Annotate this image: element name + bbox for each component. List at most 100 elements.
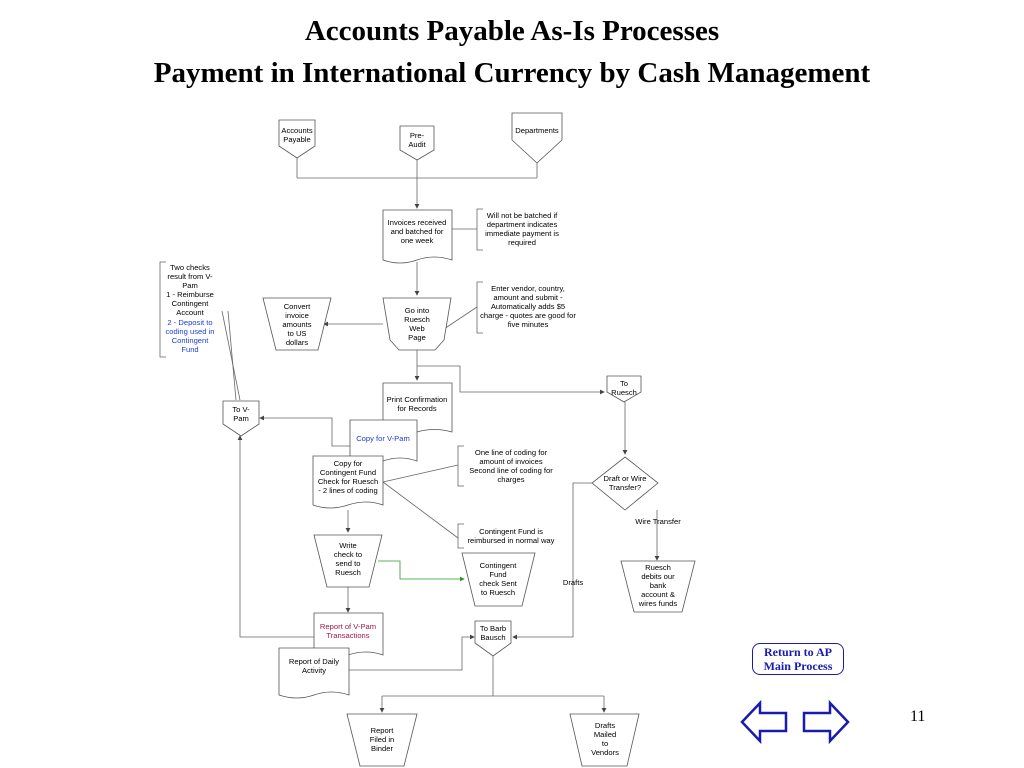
not-batched-note: Will not be batched if department indica…	[476, 208, 559, 251]
invoices-batched-line-1: Invoices received	[388, 218, 447, 227]
two-checks-note: Two checks result from V- Pam 1 - Reimbu…	[159, 261, 215, 358]
two-checks-blue-line-1: 2 - Deposit to	[167, 318, 212, 327]
write-check-line-3: send to	[336, 559, 361, 568]
to-vpam-line-2: Pam	[233, 414, 249, 423]
drafts-mailed-node: Drafts Mailed to Vendors	[569, 713, 640, 767]
enter-vendor-line-3: Automatically adds $5	[491, 302, 565, 311]
ruesch-debits-line-3: bank	[650, 581, 667, 590]
departments-node: Departments	[511, 112, 563, 164]
two-checks-line-1: Two checks	[170, 263, 210, 272]
coding-note-line-3: Second line of coding for	[469, 466, 553, 475]
check-sent-line-1: Contingent	[480, 561, 518, 570]
enter-vendor-line-5: five minutes	[508, 320, 549, 329]
two-checks-line-5: Contingent	[172, 299, 210, 308]
reimbursed-line-1: Contingent Fund is	[479, 527, 543, 536]
ruesch-web-page-line-3: Web	[409, 324, 424, 333]
connectors	[221, 158, 660, 713]
report-filed-line-2: Filed in	[370, 735, 394, 744]
ruesch-web-page-line-4: Page	[408, 333, 426, 342]
invoices-batched-node: Invoices received and batched for one we…	[382, 209, 453, 264]
previous-slide-arrow-icon[interactable]	[740, 700, 790, 744]
vpam-report-line-2: Transactions	[326, 631, 369, 640]
two-checks-line-4: 1 - Reimburse	[166, 290, 214, 299]
convert-invoice-line-3: amounts	[282, 320, 311, 329]
return-line-2: Main Process	[763, 659, 833, 673]
pre-audit-line-1: Pre-	[410, 131, 425, 140]
drafts-mailed-line-1: Drafts	[595, 721, 615, 730]
ruesch-debits-line-2: debits our	[641, 572, 675, 581]
coding-note-line-2: amount of invoices	[479, 457, 543, 466]
enter-vendor-note: Enter vendor, country, amount and submit…	[476, 281, 576, 334]
reimbursed-note: Contingent Fund is reimbursed in normal …	[457, 523, 555, 549]
to-ruesch-line-2: Ruesch	[611, 388, 637, 397]
enter-vendor-line-1: Enter vendor, country,	[491, 284, 565, 293]
invoices-batched-line-3: one week	[401, 236, 434, 245]
not-batched-line-2: department indicates	[487, 220, 558, 229]
ruesch-web-page-node: Go into Ruesch Web Page	[382, 297, 452, 351]
to-barb-node: To Barb Bausch	[474, 620, 512, 657]
copy-check-line-3: Check for Ruesch	[318, 477, 378, 486]
to-vpam-node: To V- Pam	[222, 400, 260, 437]
two-checks-line-3: Pam	[182, 281, 198, 290]
daily-report-node: Report of Daily Activity	[278, 647, 350, 699]
drafts-mailed-line-2: Mailed	[594, 730, 616, 739]
check-sent-line-4: to Ruesch	[481, 588, 515, 597]
two-checks-blue-line-2: coding used in	[166, 327, 215, 336]
convert-invoice-node: Convert invoice amounts to US dollars	[262, 297, 332, 351]
slide-number: 11	[910, 708, 926, 725]
ruesch-debits-line-4: account &	[641, 590, 675, 599]
two-checks-line-6: Account	[176, 308, 204, 317]
slide-subtitle: Payment in International Currency by Cas…	[153, 57, 871, 89]
coding-note: One line of coding for amount of invoice…	[457, 445, 553, 487]
not-batched-line-1: Will not be batched if	[487, 211, 558, 220]
ruesch-debits-line-1: Ruesch	[645, 563, 671, 572]
check-sent-line-2: Fund	[489, 570, 506, 579]
ruesch-debits-line-5: wires funds	[638, 599, 678, 608]
copy-check-node: Copy for Contingent Fund Check for Ruesc…	[312, 455, 384, 509]
pre-audit-node: Pre- Audit	[399, 125, 435, 161]
print-confirmation-line-2: for Records	[397, 404, 436, 413]
write-check-node: Write check to send to Ruesch	[313, 534, 383, 588]
report-filed-line-1: Report	[371, 726, 395, 735]
check-sent-line-3: check Sent	[479, 579, 517, 588]
check-sent-node: Contingent Fund check Sent to Ruesch	[461, 552, 536, 607]
convert-invoice-line-4: to US	[288, 329, 307, 338]
copy-check-line-4: - 2 lines of coding	[318, 486, 378, 495]
write-check-line-4: Ruesch	[335, 568, 361, 577]
daily-report-line-2: Activity	[302, 666, 326, 675]
vpam-report-line-1: Report of V-Pam	[320, 622, 376, 631]
to-ruesch-line-1: To	[620, 379, 628, 388]
report-filed-line-3: Binder	[371, 744, 393, 753]
print-confirmation-line-1: Print Confirmation	[387, 395, 448, 404]
enter-vendor-line-4: charge - quotes are good for	[480, 311, 576, 320]
to-vpam-line-1: To V-	[232, 405, 250, 414]
write-check-line-2: check to	[334, 550, 362, 559]
wire-transfer-label: Wire Transfer	[635, 517, 681, 526]
copy-for-vpam-line-1: Copy for V-Pam	[356, 434, 410, 443]
accounts-payable-line-2: Payable	[283, 135, 310, 144]
slide-title: Accounts Payable As-Is Processes	[304, 15, 720, 47]
pre-audit-line-2: Audit	[408, 140, 426, 149]
report-filed-node: Report Filed in Binder	[346, 713, 418, 767]
accounts-payable-node: Accounts Payable	[278, 119, 316, 159]
ruesch-web-page-line-1: Go into	[405, 306, 429, 315]
return-line-1: Return to AP	[764, 645, 832, 659]
departments-line-1: Departments	[515, 126, 559, 135]
not-batched-line-3: immediate payment is	[485, 229, 559, 238]
drafts-mailed-line-3: to	[602, 739, 608, 748]
not-batched-line-4: required	[508, 238, 536, 247]
return-to-ap-main-process-button[interactable]: Return to AP Main Process	[752, 643, 844, 675]
copy-check-line-1: Copy for	[334, 459, 363, 468]
two-checks-blue-line-3: Contingent	[172, 336, 210, 345]
draft-or-wire-line-1: Draft or Wire	[603, 474, 646, 483]
two-checks-blue-line-4: Fund	[181, 345, 198, 354]
to-ruesch-node: To Ruesch	[606, 375, 642, 403]
next-slide-arrow-icon[interactable]	[800, 700, 850, 744]
drafts-label: Drafts	[563, 578, 583, 587]
write-check-line-1: Write	[339, 541, 357, 550]
drafts-mailed-line-4: Vendors	[591, 748, 619, 757]
to-barb-line-1: To Barb	[480, 624, 506, 633]
invoices-batched-line-2: and batched for	[391, 227, 444, 236]
coding-note-line-4: charges	[497, 475, 524, 484]
